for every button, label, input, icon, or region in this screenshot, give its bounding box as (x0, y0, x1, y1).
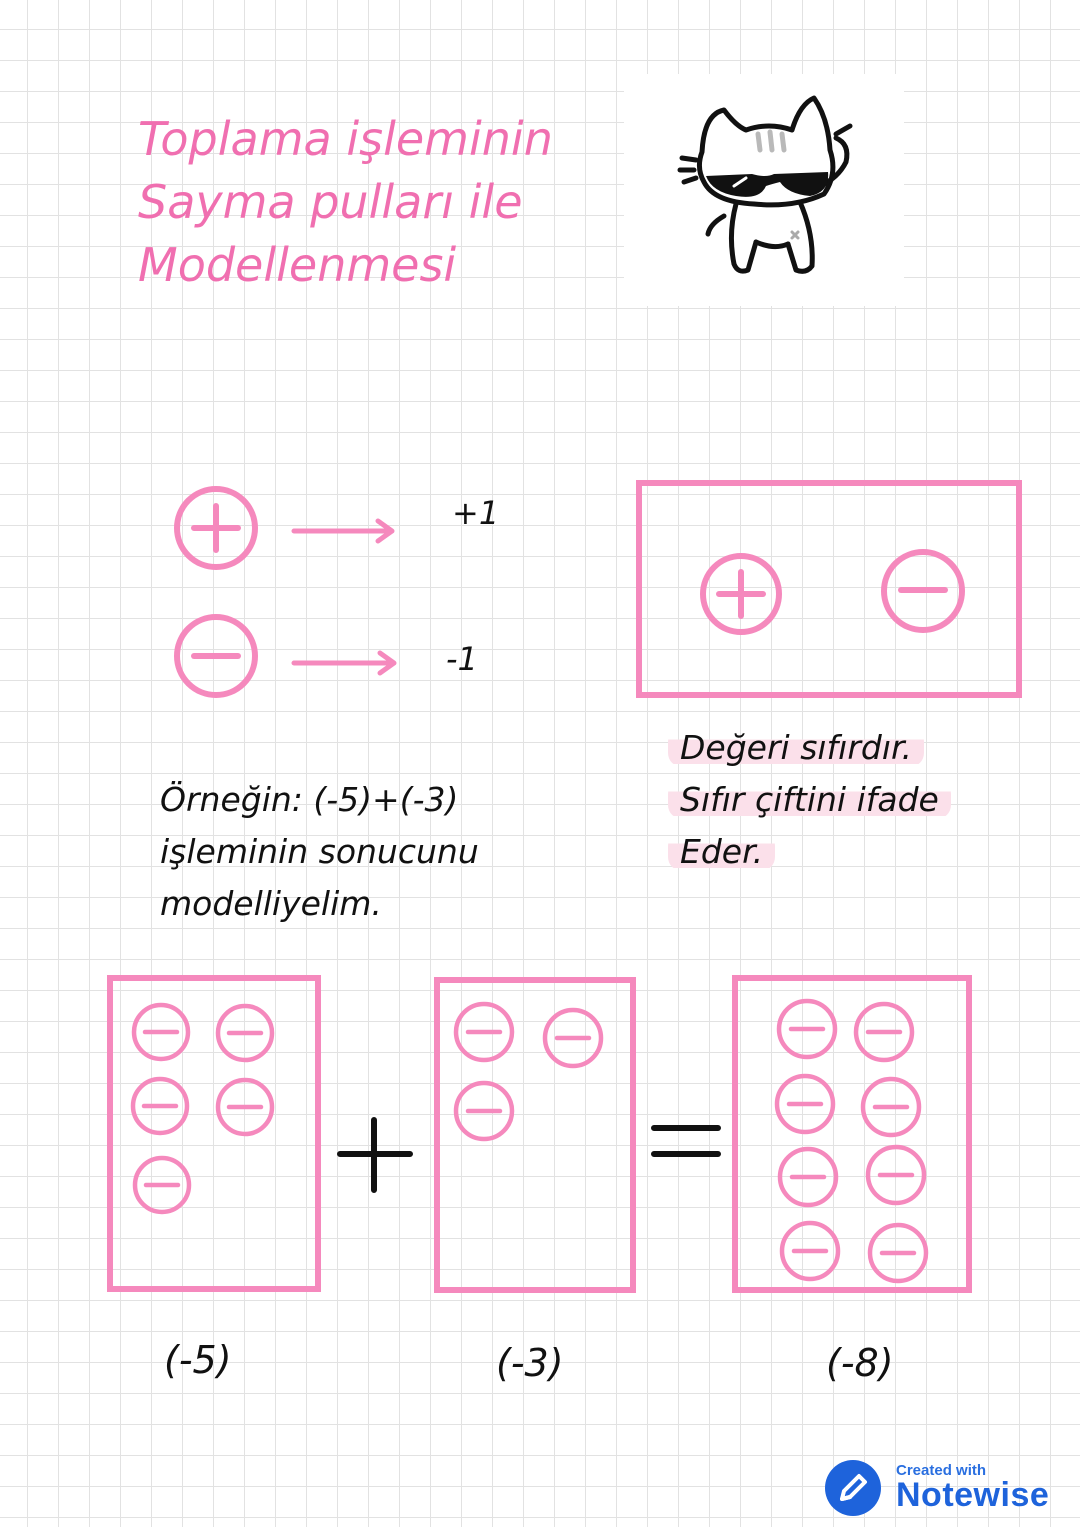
zero-pair-description: Değeri sıfırdır. Sıfır çiftini ifade Ede… (668, 722, 951, 878)
example-line-3: modelliyelim. (160, 884, 382, 923)
negative-token-icon (453, 1001, 515, 1063)
negative-token-icon (131, 1002, 191, 1062)
notewise-badge: Created with Notewise (824, 1458, 1064, 1518)
created-with-text: Created with (896, 1462, 987, 1479)
negative-token-icon (779, 1220, 841, 1282)
notewise-brand-text: Notewise (896, 1476, 1050, 1514)
negative-token-icon (881, 549, 965, 633)
positive-value-label: +1 (452, 494, 500, 532)
label-minus-8: (-8) (826, 1341, 894, 1385)
negative-token-icon (215, 1077, 275, 1137)
negative-arrow-icon (291, 650, 397, 676)
label-minus-3: (-3) (496, 1341, 564, 1385)
negative-token-icon (860, 1076, 922, 1138)
negative-token-icon (453, 1080, 515, 1142)
plus-operator-icon (337, 1117, 413, 1193)
negative-token-icon (865, 1144, 927, 1206)
cat-sticker (624, 74, 904, 306)
page-title: Toplama işleminin Sayma pulları ile Mode… (138, 108, 618, 297)
model-box-minus-3 (434, 977, 636, 1293)
positive-token-icon (174, 486, 258, 570)
negative-token-icon (132, 1155, 192, 1215)
negative-token-icon (867, 1222, 929, 1284)
zero-pair-box (636, 480, 1022, 698)
negative-token-icon (776, 998, 838, 1060)
negative-token-icon (174, 614, 258, 698)
cool-cat-icon (677, 95, 853, 274)
title-line-2: Sayma pulları ile (138, 175, 523, 229)
negative-token-icon (853, 1001, 915, 1063)
positive-token-icon (700, 553, 782, 635)
notewise-logo-icon (825, 1460, 881, 1516)
title-line-3: Modellenmesi (138, 238, 457, 292)
zero-pair-line-2: Sıfır çiftini ifade (668, 780, 951, 819)
example-line-2: işleminin sonucunu (160, 832, 479, 871)
negative-token-icon (777, 1146, 839, 1208)
example-line-1: Örneğin: (-5)+(-3) (160, 780, 459, 819)
example-text: Örneğin: (-5)+(-3) işleminin sonucunu mo… (160, 774, 479, 930)
negative-value-label: -1 (446, 640, 478, 678)
title-line-1: Toplama işleminin (138, 112, 553, 166)
negative-token-icon (542, 1007, 604, 1069)
negative-token-icon (130, 1076, 190, 1136)
negative-token-icon (774, 1073, 836, 1135)
equals-operator-icon (651, 1125, 721, 1157)
positive-arrow-icon (291, 518, 395, 544)
negative-token-icon (215, 1003, 275, 1063)
model-box-minus-8 (732, 975, 972, 1293)
zero-pair-line-3: Eder. (668, 832, 776, 871)
label-minus-5: (-5) (164, 1338, 232, 1382)
model-box-minus-5 (107, 975, 321, 1292)
zero-pair-line-1: Değeri sıfırdır. (668, 728, 925, 767)
